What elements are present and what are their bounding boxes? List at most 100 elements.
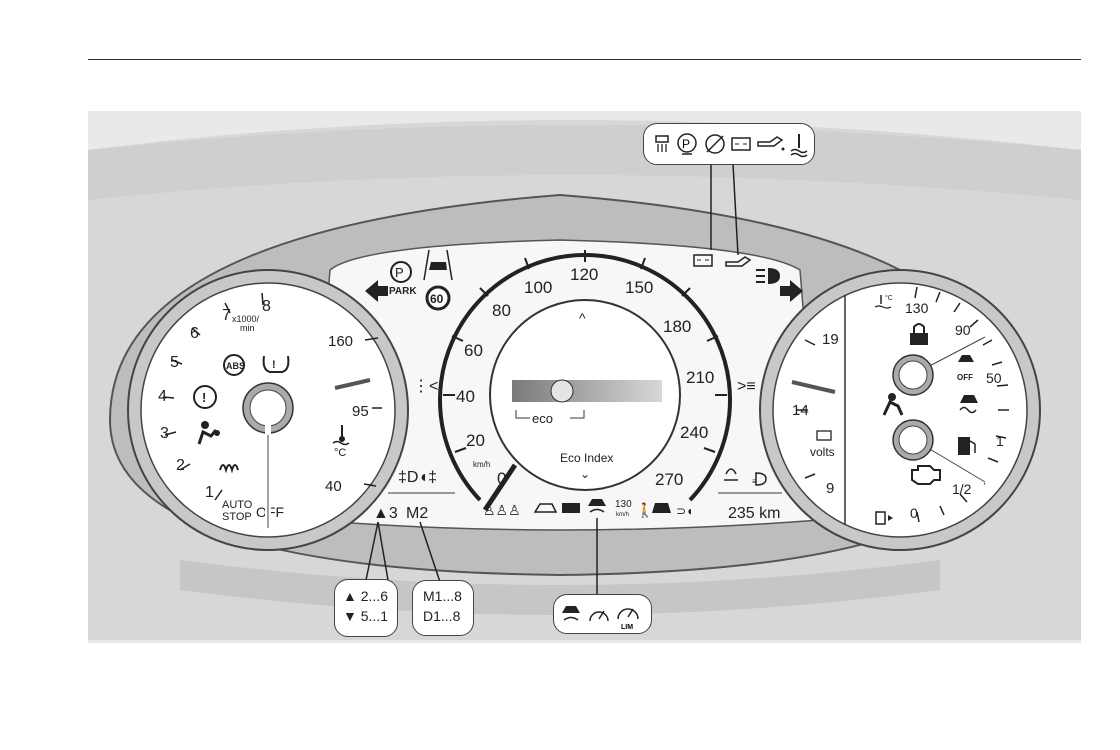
callout-warning-icons-svg: P — [655, 133, 808, 158]
volt-tick-19: 19 — [822, 331, 839, 348]
tacho-tick-marks — [162, 292, 264, 501]
callout-cruise-icons: LIM — [553, 594, 652, 634]
lane-keep-icon — [562, 503, 580, 513]
right-gauge-ticks — [914, 286, 1009, 523]
eco-label: eco — [532, 411, 553, 426]
fuel-pump-icon — [958, 437, 976, 455]
tacho-tick-6: 6 — [190, 325, 199, 342]
speed-limit-value: 60 — [430, 292, 444, 306]
autostop-line2: STOP — [222, 511, 252, 523]
lane-departure-icon — [423, 249, 453, 281]
callout-cruise-icons-svg: LIM — [562, 606, 639, 631]
front-collision-icon — [533, 503, 558, 513]
fuel-hub-cap — [898, 425, 928, 455]
callout-manual-drive: M1...8 D1...8 — [412, 580, 474, 636]
fog-light-icons: ‡D◖‡ — [398, 469, 437, 486]
speedo-tick-100: 100 — [524, 278, 552, 297]
speed-limit-sign-icon: 60 — [425, 285, 451, 311]
tacho-tick-1: 1 — [205, 484, 214, 501]
callout-manual-range: M1...8 — [423, 588, 462, 604]
coolant-temp-ticks — [363, 337, 382, 487]
high-beam-icon — [756, 268, 780, 284]
callout-cruise-control-icon — [589, 610, 609, 622]
temp-hub-cap — [898, 360, 928, 390]
tacho-tick-5: 5 — [170, 354, 179, 371]
speedo-tick-0: 0 — [497, 469, 506, 488]
callout-oil-pressure-icon — [757, 136, 785, 151]
callout-gear-up: ▲ 2...6 — [343, 588, 388, 604]
speedo-tick-marks — [443, 250, 727, 453]
power-steering-icon — [705, 134, 725, 154]
pedestrian-icon: 🚶 — [636, 502, 653, 519]
coolant-tick-95: 95 — [352, 403, 369, 420]
vehicle-ahead-icon — [652, 503, 671, 513]
speedo-tick-210: 210 — [686, 368, 714, 387]
autostop-line1: AUTO — [222, 499, 253, 511]
tacho-unit-top: x1000/ — [232, 314, 260, 324]
coolant-temp-needle — [334, 378, 371, 390]
temp-tick-130: 130 — [905, 300, 929, 316]
gear-up-indicator: ▲3 — [373, 505, 398, 522]
seatbelt-icon — [882, 393, 904, 416]
speedo-tick-270: 270 — [655, 470, 683, 489]
svg-text:°C: °C — [885, 294, 893, 302]
seatbelt-reminder-icons: ♙♙♙ — [483, 502, 521, 518]
washer-nozzle-icon — [655, 135, 669, 152]
speedo-tick-20: 20 — [466, 431, 485, 450]
eco-bracket — [515, 410, 585, 419]
speedo-tick-150: 150 — [625, 278, 653, 297]
callout-gear-range: ▲ 2...6 ▼ 5...1 — [334, 579, 398, 637]
hood-band — [88, 125, 1081, 200]
callout-adaptive-cruise-icon — [562, 606, 580, 621]
volt-battery-icon — [816, 430, 832, 441]
callout-battery-icon — [731, 137, 751, 151]
callout-speed-limiter-icon: LIM — [617, 608, 639, 631]
tacho-tick-2: 2 — [176, 457, 185, 474]
eco-bar-pointer — [550, 379, 574, 403]
fuel-tick-0: 0 — [910, 505, 918, 521]
abs-label: ABS — [226, 361, 245, 371]
right-coolant-icon: °C — [874, 294, 893, 309]
fuel-tick-half: 1/2 — [952, 481, 972, 497]
volt-needle — [791, 380, 836, 394]
svg-text:P: P — [682, 137, 690, 151]
brake-warning-icon: ! — [193, 385, 217, 409]
cruise-speed-unit: km/h — [616, 512, 629, 518]
speedo-needle — [482, 463, 518, 512]
top-rule — [88, 59, 1081, 60]
tire-pressure-icon: ! — [262, 355, 290, 373]
tacho-tick-8: 8 — [262, 298, 271, 315]
speedo-tick-80: 80 — [492, 301, 511, 320]
manual-gear-indicator: M2 — [406, 505, 428, 522]
coolant-unit: °C — [334, 447, 346, 459]
cruise-speed-value: 130 — [615, 499, 632, 510]
airbag-icon — [197, 421, 220, 445]
callout-lim-label: LIM — [621, 624, 633, 631]
svg-text:!: ! — [272, 359, 276, 371]
coolant-tick-40: 40 — [325, 478, 342, 495]
park-label: PARK — [389, 286, 417, 297]
speedo-tick-180: 180 — [663, 317, 691, 336]
info-down-arrow-icon: ⌄ — [580, 467, 590, 481]
abs-icon: ABS — [223, 354, 245, 376]
speedo-tick-240: 240 — [680, 423, 708, 442]
oil-pressure-icon — [725, 256, 752, 267]
temp-tick-50: 50 — [986, 370, 1002, 386]
traction-control-icon — [959, 395, 978, 414]
volt-tick-9: 9 — [826, 480, 834, 497]
tacho-tick-3: 3 — [160, 425, 169, 442]
speedo-tick-40: 40 — [456, 387, 475, 406]
volt-tick-marks — [796, 339, 816, 479]
parking-brake-icon: P — [390, 261, 412, 283]
callout-drive-range: D1...8 — [423, 608, 461, 624]
esc-off-icon: OFF — [957, 355, 974, 382]
leader-manual — [419, 521, 441, 583]
side-light-icon: ⊃◖ — [676, 504, 693, 518]
adaptive-cruise-icon — [588, 499, 606, 513]
speedo-unit: km/h — [473, 460, 490, 469]
coolant-tick-160: 160 — [328, 333, 353, 350]
fuel-tick-1: 1 — [996, 433, 1004, 449]
volt-unit: volts — [810, 445, 835, 459]
turn-right-arrow-icon — [780, 280, 803, 302]
